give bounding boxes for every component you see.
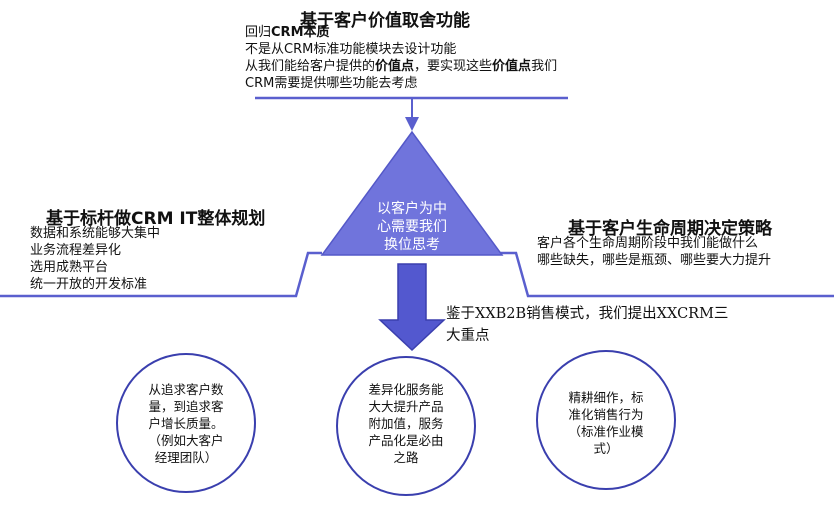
triangle-line-2: 心需要我们 bbox=[377, 219, 447, 235]
left-title: 基于标杆做CRM IT整体规划 bbox=[46, 209, 266, 229]
circle-3 bbox=[536, 350, 676, 490]
left-line-3: 选用成熟平台 bbox=[30, 260, 109, 275]
left-line-4: 统一开放的开发标准 bbox=[30, 277, 148, 292]
top-line-2: 不是从CRM标准功能模块去设计功能 bbox=[245, 42, 457, 57]
circle-2-line-4: 产品化是必由 bbox=[368, 433, 444, 448]
top-line-3: 从我们能给客户提供的价值点，要实现这些价值点我们 bbox=[245, 59, 558, 74]
left-line-1: 数据和系统能够大集中 bbox=[30, 226, 161, 241]
right-text-block: 客户各个生命周期阶段中我们能做什么 哪些缺失，哪些是瓶颈、哪些要大力提升 bbox=[537, 235, 771, 269]
circle-3-text: 精耕细作，标 准化销售行为 （标准作业模 式） bbox=[556, 389, 656, 457]
circle-1-line-3: 户增长质量。 bbox=[148, 416, 224, 431]
circle-3-line-4: 式） bbox=[593, 441, 619, 456]
circle-1-text: 从追求客户数 量，到追求客 户增长质量。 （例如大客户 经理团队） bbox=[136, 381, 236, 466]
circle-3-line-1: 精耕细作，标 bbox=[568, 390, 644, 405]
circle-1 bbox=[116, 353, 256, 493]
left-text-block: 数据和系统能够大集中 业务流程差异化 选用成熟平台 统一开放的开发标准 bbox=[30, 225, 160, 293]
circle-2-line-1: 差异化服务能 bbox=[368, 382, 444, 397]
left-connector-line bbox=[0, 251, 322, 298]
circle-3-line-2: 准化销售行为 bbox=[568, 407, 644, 422]
conclusion-text: 鉴于XXB2B销售模式，我们提出XXCRM三 大重点 bbox=[446, 303, 728, 347]
triangle-line-3: 换位思考 bbox=[384, 237, 440, 253]
circle-3-line-3: （标准作业模 bbox=[568, 424, 644, 439]
right-connector-line bbox=[500, 251, 834, 298]
center-triangle bbox=[320, 130, 504, 256]
conclusion-line-1: 鉴于XXB2B销售模式，我们提出XXCRM三 bbox=[446, 306, 729, 322]
top-line-4: CRM需要提供哪些功能去考虑 bbox=[245, 76, 418, 91]
circle-1-line-4: （例如大客户 bbox=[148, 433, 224, 448]
circle-1-line-2: 量，到追求客 bbox=[148, 399, 224, 414]
circle-2-text: 差异化服务能 大大提升产品 附加值，服务 产品化是必由 之路 bbox=[356, 381, 456, 466]
top-title: 基于客户价值取舍功能 bbox=[300, 11, 470, 31]
right-line-2: 哪些缺失，哪些是瓶颈、哪些要大力提升 bbox=[537, 253, 772, 268]
down-arrow bbox=[378, 263, 446, 352]
circle-2-line-2: 大大提升产品 bbox=[368, 399, 444, 414]
left-line-2: 业务流程差异化 bbox=[30, 243, 122, 258]
top-line-1: 回归CRM本质 bbox=[245, 25, 330, 40]
triangle-line-1: 以客户为中 bbox=[377, 201, 447, 217]
right-title: 基于客户生命周期决定策略 bbox=[568, 219, 772, 239]
top-text-block: 回归CRM本质 不是从CRM标准功能模块去设计功能 从我们能给客户提供的价值点，… bbox=[245, 24, 557, 92]
circle-1-line-5: 经理团队） bbox=[154, 450, 218, 465]
triangle-text: 以客户为中 心需要我们 换位思考 bbox=[362, 200, 462, 254]
circle-1-line-1: 从追求客户数 bbox=[148, 382, 224, 397]
right-line-1: 客户各个生命周期阶段中我们能做什么 bbox=[537, 236, 759, 251]
conclusion-line-2: 大重点 bbox=[446, 328, 490, 344]
circle-2-line-5: 之路 bbox=[393, 450, 419, 465]
circle-2-line-3: 附加值，服务 bbox=[368, 416, 444, 431]
circle-2 bbox=[336, 356, 476, 496]
